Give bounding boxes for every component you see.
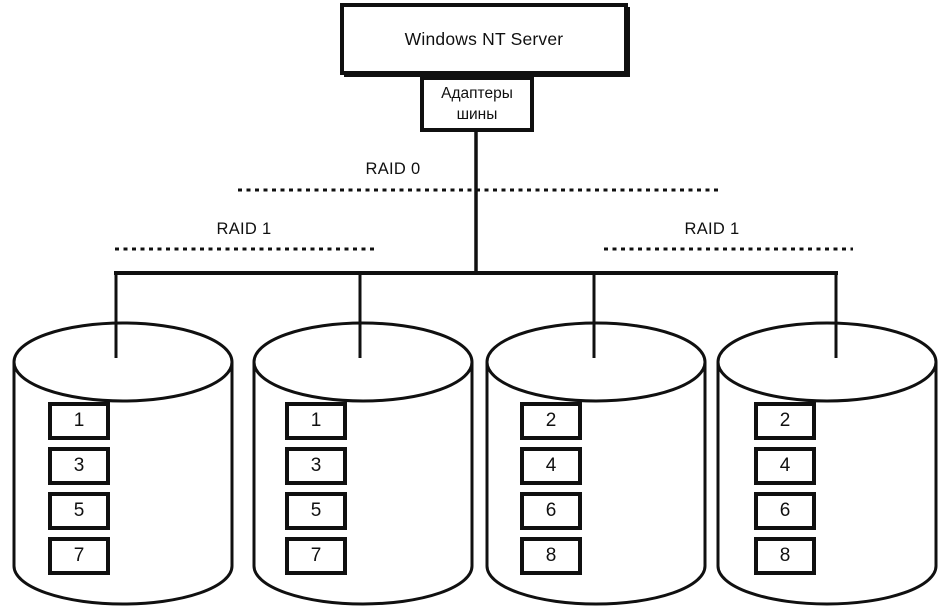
disk-2-blocks: 1 3 5 7: [285, 402, 347, 575]
disk-block: 6: [754, 492, 816, 530]
disk-block: 8: [520, 537, 582, 575]
disk-block: 2: [520, 402, 582, 440]
disk-3-blocks: 2 4 6 8: [520, 402, 582, 575]
bus-adapters-box: Адаптеры шины: [420, 76, 534, 132]
raid0-label: RAID 0: [365, 160, 421, 178]
disk-2-cylinder: [252, 321, 474, 606]
disk-block: 5: [48, 492, 110, 530]
disk-block: 6: [520, 492, 582, 530]
disk-block: 2: [754, 402, 816, 440]
disk-4-cylinder: [716, 321, 938, 606]
raid1-left-label: RAID 1: [216, 220, 272, 238]
disk-1-blocks: 1 3 5 7: [48, 402, 110, 575]
disk-block: 4: [754, 447, 816, 485]
disk-1-cylinder: [12, 321, 234, 606]
raid1-right-label: RAID 1: [684, 220, 740, 238]
disk-block: 8: [754, 537, 816, 575]
disk-block: 4: [520, 447, 582, 485]
disk-block: 1: [48, 402, 110, 440]
disk-4-blocks: 2 4 6 8: [754, 402, 816, 575]
adapter-label-line2: шины: [456, 106, 498, 123]
disk-3-cylinder: [485, 321, 707, 606]
disk-block: 7: [48, 537, 110, 575]
server-box: Windows NT Server: [340, 3, 628, 75]
disk-block: 3: [285, 447, 347, 485]
disk-block: 7: [285, 537, 347, 575]
disk-block: 5: [285, 492, 347, 530]
server-label: Windows NT Server: [404, 28, 564, 49]
disk-block: 1: [285, 402, 347, 440]
disk-block: 3: [48, 447, 110, 485]
adapter-label-line1: Адаптеры: [441, 85, 513, 102]
